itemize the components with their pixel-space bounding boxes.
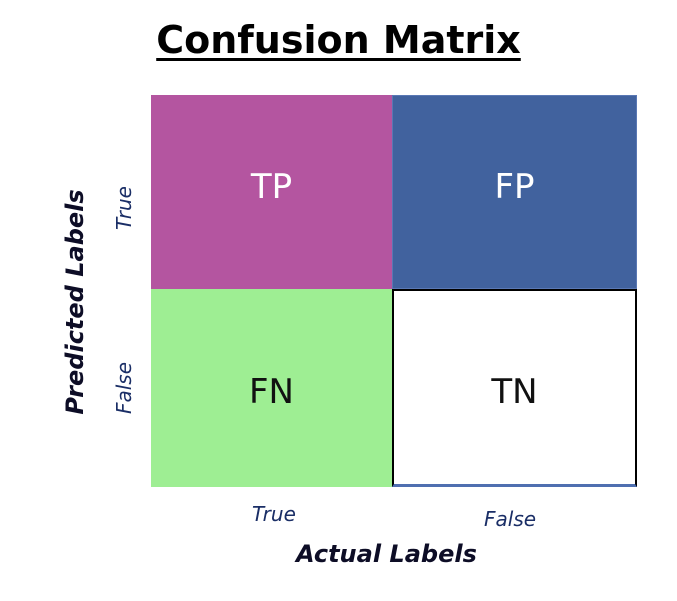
cell-true-positive: TP (151, 95, 392, 289)
cell-true-positive-label: TP (250, 167, 293, 207)
cell-false-negative-label: FN (249, 372, 294, 412)
x-tick-true: True (252, 502, 296, 526)
y-tick-false: False (112, 361, 136, 415)
x-axis-label: Actual Labels (296, 540, 477, 568)
cell-true-negative-label: TN (491, 371, 538, 412)
diagram-title: Confusion Matrix (156, 18, 521, 62)
cell-true-negative: TN (392, 289, 637, 487)
cell-false-negative: FN (151, 289, 392, 487)
y-axis-label: Predicted Labels (61, 189, 89, 415)
cell-false-positive: FP (392, 95, 637, 289)
cell-false-positive-label: FP (494, 167, 535, 207)
y-tick-true: True (112, 186, 136, 230)
x-tick-false: False (484, 507, 537, 531)
